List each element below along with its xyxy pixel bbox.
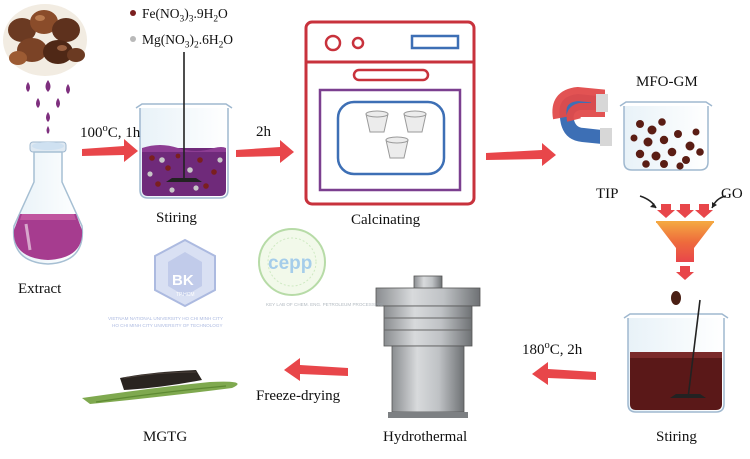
process-arrows xyxy=(82,139,596,385)
hydrothermal-autoclave xyxy=(375,275,481,418)
legend-mg-nitrate: Mg(NO3)2.6H2O xyxy=(130,32,233,51)
fe-dot-icon xyxy=(130,9,136,16)
bk-logo-sub: TP.HCM xyxy=(176,292,195,298)
label-mgtg: MGTG xyxy=(143,429,188,445)
cepp-logo-caption: KEY LAB OF CHEM. ENG. PETROLEUM PROCESSI… xyxy=(266,302,384,307)
extract-flask xyxy=(12,141,84,265)
arrow-calcinating-to-magnet xyxy=(486,143,556,166)
cepp-lab-logo: cepp KEY LAB OF CHEM. ENG. PETROLEUM PRO… xyxy=(258,228,384,307)
stirring-beaker-2 xyxy=(623,291,729,413)
calcination-oven xyxy=(304,20,476,206)
arrow-hydrothermal-to-mgtg xyxy=(284,358,348,381)
bk-university-logo: BK TP.HCM VIETNAM NATIONAL UNIVERSITY HO… xyxy=(108,238,223,328)
condition-freeze-drying: Freeze-drying xyxy=(256,388,341,404)
condition-2h: 2h xyxy=(256,124,271,140)
bk-logo-text: BK xyxy=(172,272,194,289)
label-stiring-2: Stiring xyxy=(656,429,697,445)
label-tip: TIP xyxy=(596,186,619,202)
mg-dot-icon xyxy=(130,35,136,42)
arrow-extract-to-stiring xyxy=(82,139,138,162)
extract-drops xyxy=(26,80,70,134)
label-extract: Extract xyxy=(18,281,62,297)
arrow-stiring-to-calcinating xyxy=(236,140,294,163)
crucibles xyxy=(365,110,427,159)
mgtg-material-image xyxy=(82,370,238,404)
legend-fe-nitrate: Fe(NO3)3.9H2O xyxy=(130,6,228,25)
bk-logo-caption: VIETNAM NATIONAL UNIVERSITY HO CHI MINH … xyxy=(108,316,223,321)
label-hydrothermal: Hydrothermal xyxy=(383,429,468,445)
mixing-funnel xyxy=(639,195,727,280)
stirring-beaker-1 xyxy=(135,52,233,199)
label-calcinating: Calcinating xyxy=(351,212,421,228)
magnet-icon xyxy=(552,86,612,146)
soapberry-fruits-image xyxy=(3,4,87,76)
label-mfo-gm: MFO-GM xyxy=(636,74,698,90)
cepp-logo-text: cepp xyxy=(268,253,312,274)
mfo-gm-beaker xyxy=(619,101,713,171)
label-go: GO xyxy=(721,186,743,202)
arrow-stiring-to-hydrothermal xyxy=(532,362,596,385)
label-stiring-1: Stiring xyxy=(156,210,197,226)
condition-180c-2h: 180oC, 2h xyxy=(522,340,583,358)
bk-logo-caption-2: HO CHI MINH CITY UNIVERSITY OF TECHNOLOG… xyxy=(112,323,223,328)
condition-100c-1h: 100oC, 1h xyxy=(80,123,141,141)
